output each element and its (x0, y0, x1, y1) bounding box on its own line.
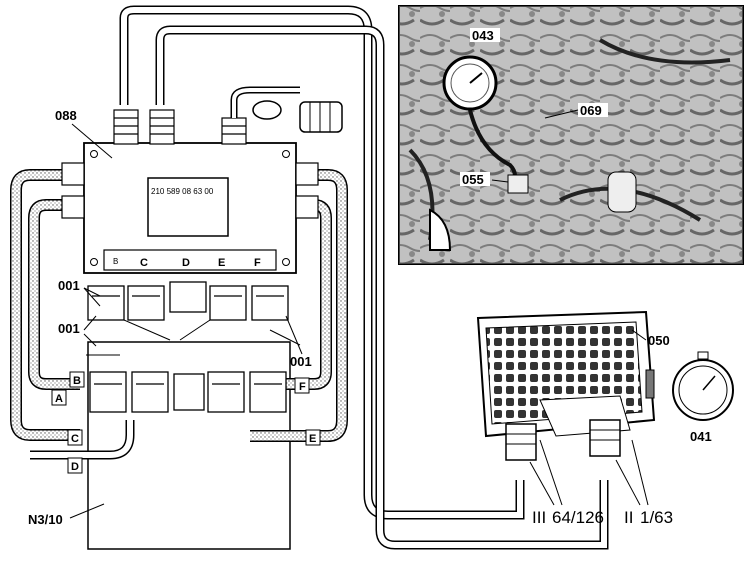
tag-c: C (71, 433, 79, 445)
callout-069: 069 (580, 103, 602, 118)
plug-row-upper (87, 281, 289, 321)
callout-043: 043 (472, 28, 494, 43)
callout-n3-10: N3/10 (28, 512, 63, 527)
socket-label-e: E (218, 257, 225, 269)
socket-label-c: C (140, 257, 148, 269)
callout-050: 050 (648, 333, 670, 348)
socket-label-b: B (113, 257, 118, 266)
tag-f: F (299, 381, 306, 393)
long-cable-pair (119, 5, 609, 550)
tag-a: A (55, 393, 63, 405)
tag-e: E (309, 433, 316, 445)
stopwatch-041 (672, 351, 734, 421)
tag-d: D (71, 461, 79, 473)
connector-left-label: 64/126 (552, 508, 604, 527)
plug-row-lower (89, 371, 287, 413)
callout-041: 041 (690, 429, 712, 444)
adapter-box-088: 210 589 08 63 00 B C D E F (61, 86, 343, 274)
cable-glands (61, 109, 319, 219)
adapter-serial: 210 589 08 63 00 (151, 187, 214, 196)
callout-labels: 088 001 001 001 050 041 N3/10 (28, 108, 712, 527)
harness-tags: B A C D F E (51, 371, 321, 474)
callout-001-right: 001 (290, 354, 312, 369)
callout-055: 055 (462, 172, 484, 187)
callout-001-top: 001 (58, 278, 80, 293)
connector-labels: III 64/126 II 1/63 (529, 439, 673, 527)
socket-label-f: F (254, 257, 261, 269)
connector-right-label: 1/63 (640, 508, 673, 527)
callout-001-mid: 001 (58, 321, 80, 336)
connector-right-roman: II (624, 508, 633, 527)
engine-photo-inset: 043 069 055 (398, 5, 744, 265)
socket-label-d: D (182, 257, 190, 269)
callout-088: 088 (55, 108, 77, 123)
tag-b: B (73, 375, 81, 387)
harness-loops (10, 169, 348, 460)
tester-050 (476, 310, 656, 461)
connector-left-roman: III (532, 508, 546, 527)
